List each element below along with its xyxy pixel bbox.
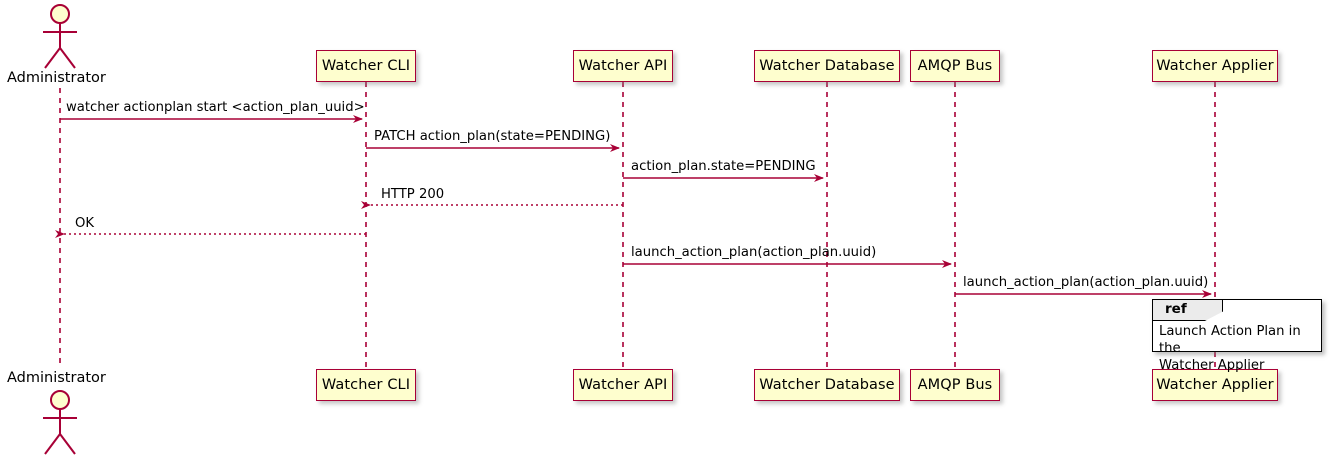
participant-label: Watcher CLI <box>321 57 411 74</box>
message-label-7: launch_action_plan(action_plan.uuid) <box>963 276 1208 289</box>
participant-label: Watcher Database <box>759 57 895 74</box>
actor-label-text: Administrator <box>7 70 106 86</box>
message-label-6: launch_action_plan(action_plan.uuid) <box>631 246 876 259</box>
message-text: launch_action_plan(action_plan.uuid) <box>631 245 877 260</box>
participant-label: Watcher Applier <box>1156 376 1274 393</box>
message-label-3: action_plan.state=PENDING <box>631 160 816 173</box>
actor-label-administrator-bottom: Administrator <box>7 371 106 386</box>
message-label-5: OK <box>75 217 94 230</box>
actor-glyph-bottom <box>43 390 77 455</box>
message-text: watcher actionplan start <action_plan_uu… <box>66 100 365 115</box>
message-text: action_plan.state=PENDING <box>631 159 816 174</box>
message-label-4: HTTP 200 <box>381 188 444 201</box>
participant-box-watcher-cli-bottom[interactable]: Watcher CLI <box>316 369 416 401</box>
ref-fragment[interactable]: ref Launch Action Plan in the Watcher Ap… <box>1152 299 1322 373</box>
participant-box-watcher-cli-top[interactable]: Watcher CLI <box>316 50 416 82</box>
participant-box-amqp-bus-bottom[interactable]: AMQP Bus <box>910 369 1000 401</box>
actor-label-administrator-top: Administrator <box>7 71 106 86</box>
lifelines <box>59 82 1216 369</box>
participant-box-watcher-api-bottom[interactable]: Watcher API <box>573 369 673 401</box>
participant-label: Watcher CLI <box>321 376 411 393</box>
participant-box-watcher-applier-bottom[interactable]: Watcher Applier <box>1152 369 1278 401</box>
participant-label: Watcher Applier <box>1156 57 1274 74</box>
participant-label: Watcher API <box>578 376 668 393</box>
message-label-1: watcher actionplan start <action_plan_uu… <box>66 101 365 114</box>
participant-box-watcher-database-top[interactable]: Watcher Database <box>754 50 900 82</box>
ref-fragment-tab-label: ref <box>1165 301 1187 318</box>
actor-label-text: Administrator <box>7 370 106 386</box>
participant-box-watcher-api-top[interactable]: Watcher API <box>573 50 673 82</box>
participant-label: AMQP Bus <box>917 376 993 393</box>
participant-box-amqp-bus-top[interactable]: AMQP Bus <box>910 50 1000 82</box>
message-label-2: PATCH action_plan(state=PENDING) <box>374 130 610 143</box>
message-text: PATCH action_plan(state=PENDING) <box>374 129 611 144</box>
actor-glyph-top <box>43 4 77 69</box>
ref-fragment-text: Launch Action Plan in the Watcher Applie… <box>1159 324 1301 374</box>
message-text: launch_action_plan(action_plan.uuid) <box>963 275 1209 290</box>
participant-box-watcher-database-bottom[interactable]: Watcher Database <box>754 369 900 401</box>
participant-label: Watcher Database <box>759 376 895 393</box>
message-text: OK <box>75 216 95 231</box>
ref-fragment-tab: ref <box>1153 300 1223 321</box>
message-text: HTTP 200 <box>381 187 445 202</box>
participant-label: Watcher API <box>578 57 668 74</box>
participant-box-watcher-applier-top[interactable]: Watcher Applier <box>1152 50 1278 82</box>
participant-label: AMQP Bus <box>917 57 993 74</box>
